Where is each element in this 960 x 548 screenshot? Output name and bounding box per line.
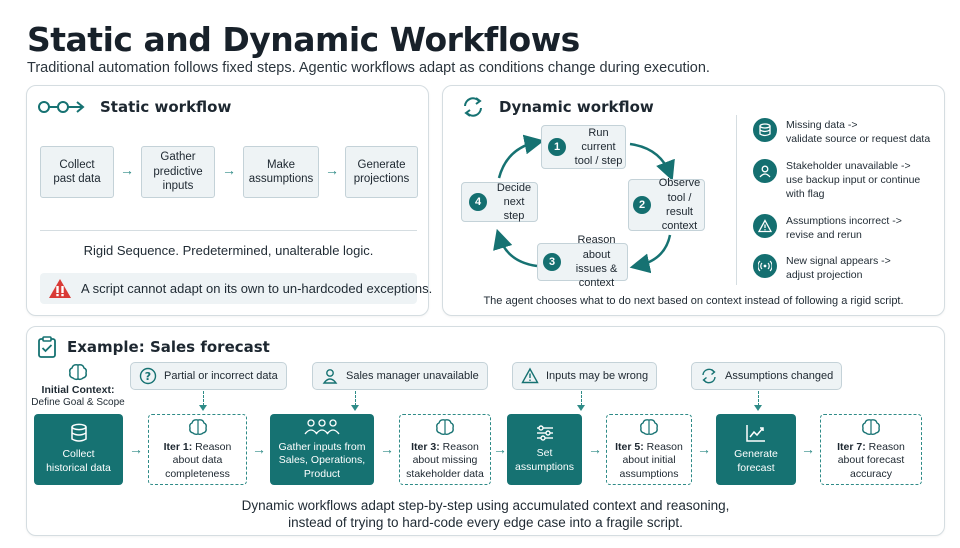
arrow-icon: → — [588, 441, 602, 457]
step-iter5: Iter 5: Reason about initial assumptions — [606, 414, 692, 485]
chip-assumptions-changed: Assumptions changed — [691, 362, 843, 390]
step-iter7: Iter 7: Reason about forecast accuracy — [820, 414, 922, 485]
signal-assumptions: Assumptions incorrect ->revise and rerun — [753, 214, 933, 242]
step-set-assumptions: Set assumptions — [507, 414, 582, 485]
arrow-icon: → — [129, 441, 143, 457]
step-gather-inputs: Gather inputs from Sales, Operations, Pr… — [270, 414, 374, 485]
warning-text: A script cannot adapt on its own to un-h… — [81, 281, 433, 296]
database-icon — [753, 118, 777, 142]
dashed-connector — [758, 391, 759, 406]
static-caption: Rigid Sequence. Predetermined, unalterab… — [83, 243, 374, 258]
initial-context-title: Initial Context: — [41, 384, 115, 396]
arrow-icon: → — [120, 162, 134, 178]
step-iter1: Iter 1: Reason about data completeness — [148, 414, 247, 485]
brain-icon — [69, 364, 87, 381]
arrow-icon: → — [801, 441, 815, 457]
cycle-node-observe: 2 Observe tool / result context — [628, 177, 705, 232]
signal-missing-data: Missing data ->validate source or reques… — [753, 118, 933, 146]
static-workflow-title: Static workflow — [100, 98, 232, 116]
refresh-icon — [702, 368, 716, 384]
dashed-connector — [355, 391, 356, 406]
signal-new-signal: New signal appears ->adjust projection — [753, 254, 933, 282]
brain-icon — [640, 418, 658, 435]
sliders-icon — [536, 425, 553, 442]
warning-icon — [49, 279, 71, 298]
dashed-arrowhead — [351, 405, 359, 411]
chip-inputs-wrong: Inputs may be wrong — [512, 362, 658, 390]
divider — [40, 230, 417, 231]
arrow-icon: → — [325, 162, 339, 178]
chart-icon — [746, 425, 765, 443]
warning-icon — [521, 367, 539, 384]
clipboard-icon — [38, 336, 56, 358]
step-collect-historical: Collect historical data — [34, 414, 123, 485]
arrow-icon: → — [493, 441, 507, 457]
signal-icon — [753, 254, 777, 278]
page-title: Static and Dynamic Workflows — [27, 20, 580, 59]
cycle-node-decide: 4 Decide next step — [461, 182, 538, 222]
dashed-arrowhead — [577, 405, 585, 411]
chip-partial-data: ? Partial or incorrect data — [130, 362, 287, 390]
dynamic-workflow-title: Dynamic workflow — [499, 98, 654, 116]
question-icon: ? — [139, 367, 157, 385]
person-icon — [753, 159, 777, 183]
warning-banner — [40, 273, 417, 304]
static-step: Generate projections — [345, 146, 418, 198]
example-caption-line2: instead of trying to hard-code every edg… — [288, 515, 683, 530]
svg-text:?: ? — [145, 370, 151, 383]
database-icon — [70, 424, 87, 443]
example-title: Example: Sales forecast — [67, 338, 270, 356]
group-icon — [304, 418, 340, 434]
dynamic-caption: The agent chooses what to do next based … — [483, 295, 904, 307]
page-subtitle: Traditional automation follows fixed ste… — [27, 60, 710, 76]
cycle-arrows — [493, 134, 675, 274]
static-step: Make assumptions — [243, 146, 319, 198]
signal-stakeholder: Stakeholder unavailable ->use backup inp… — [753, 159, 933, 202]
signals-divider — [736, 115, 737, 285]
step-iter3: Iter 3: Reason about missing stakeholder… — [399, 414, 491, 485]
chip-manager-unavailable: Sales manager unavailable — [312, 362, 488, 390]
step-generate-forecast: Generate forecast — [716, 414, 796, 485]
static-step: Gather predictive inputs — [141, 146, 215, 198]
dashed-connector — [203, 391, 204, 406]
refresh-cycle-icon — [464, 97, 482, 117]
linear-flow-icon — [38, 101, 85, 113]
brain-icon — [188, 418, 207, 435]
dashed-arrowhead — [754, 405, 762, 411]
static-step: Collect past data — [40, 146, 114, 198]
arrow-icon: → — [380, 441, 394, 457]
person-icon — [322, 369, 338, 384]
brain-icon — [862, 418, 880, 435]
example-caption-line1: Dynamic workflows adapt step-by-step usi… — [241, 498, 730, 513]
cycle-node-reason: 3 Reason about issues & context — [537, 234, 628, 289]
dashed-arrowhead — [199, 405, 207, 411]
arrow-icon: → — [697, 441, 711, 457]
cycle-node-run: 1 Run current tool / step — [541, 125, 626, 169]
dashed-connector — [581, 391, 582, 406]
brain-icon — [436, 418, 454, 435]
warning-icon — [753, 214, 777, 238]
arrow-icon: → — [252, 441, 266, 457]
initial-context-sub: Define Goal & Scope — [31, 397, 125, 408]
arrow-icon: → — [222, 162, 236, 178]
